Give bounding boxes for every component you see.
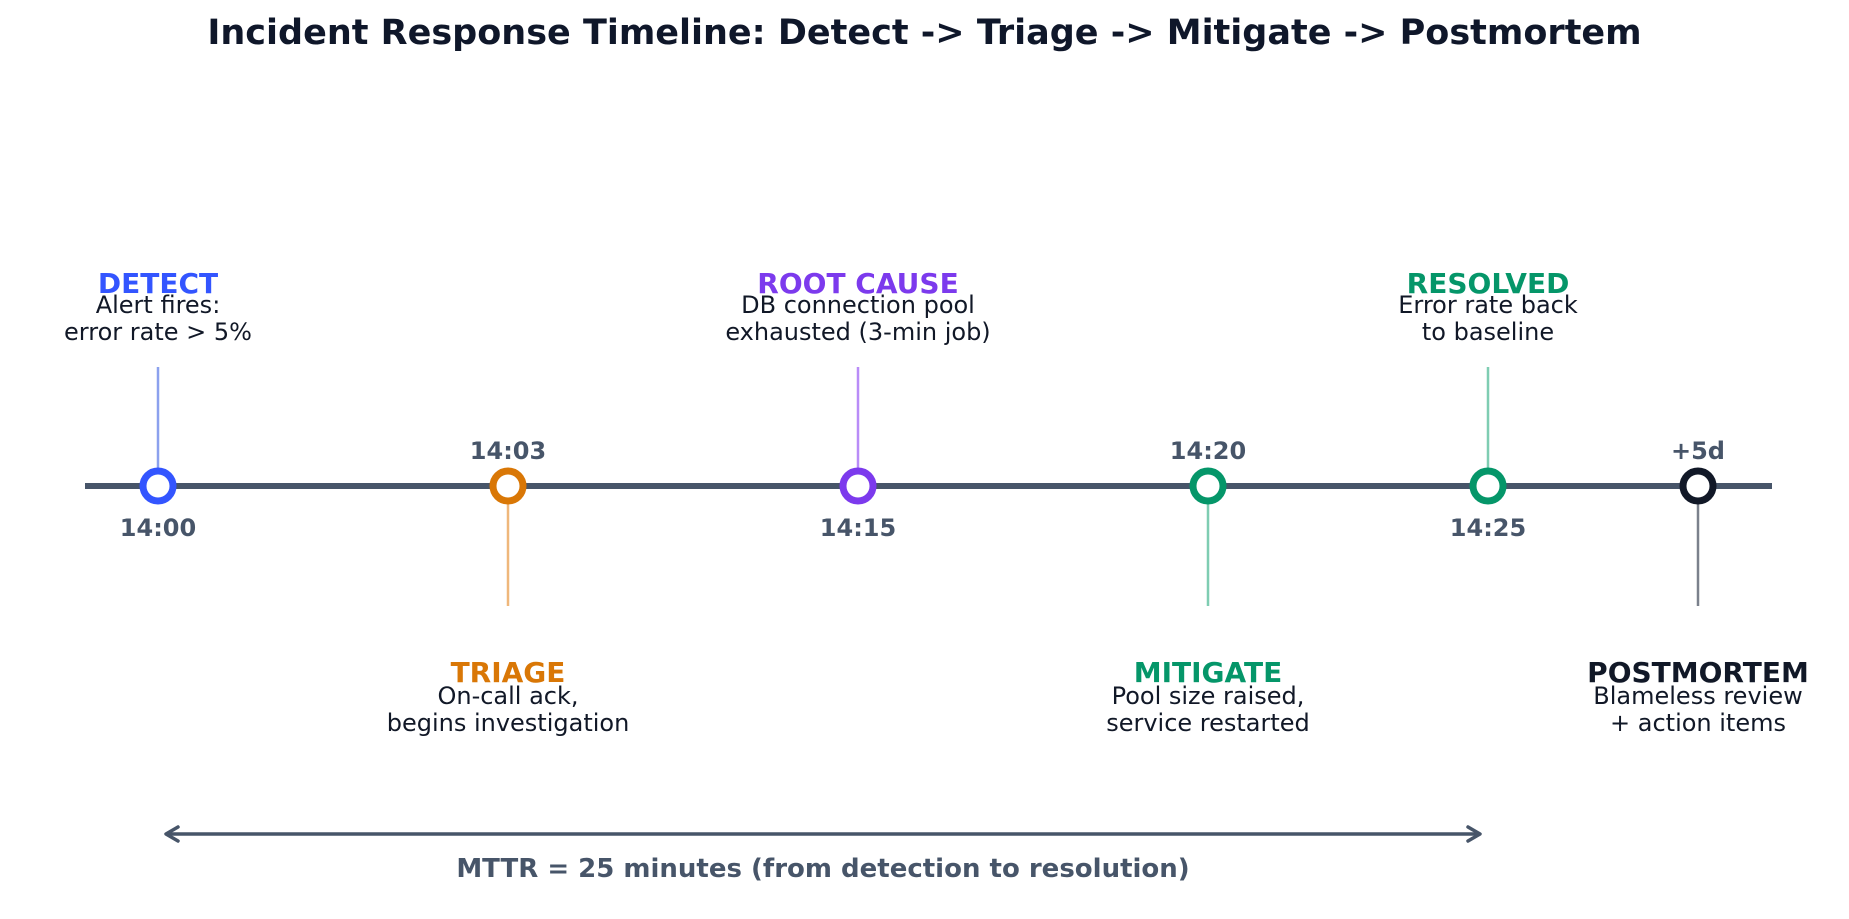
event-description: error rate > 5% <box>64 318 252 346</box>
event-marker <box>489 467 527 505</box>
event-phase-label: RESOLVED <box>1407 267 1570 300</box>
event-description: Alert fires: <box>96 291 221 319</box>
event-phase-label: ROOT CAUSE <box>757 267 958 300</box>
mttr-arrow <box>164 825 1482 843</box>
event-marker <box>839 467 877 505</box>
event-description: exhausted (3-min job) <box>725 318 990 346</box>
event-phase-label: DETECT <box>98 267 218 300</box>
event-phase-label: TRIAGE <box>451 656 566 689</box>
event-description: begins investigation <box>387 709 630 737</box>
mttr-label: MTTR = 25 minutes (from detection to res… <box>456 854 1189 884</box>
mttr-arrow-head-left <box>164 825 180 843</box>
event-time: 14:00 <box>120 514 196 542</box>
event-marker <box>1679 467 1717 505</box>
event-description: + action items <box>1610 709 1786 737</box>
event-description: DB connection pool <box>741 291 975 319</box>
event-description: Pool size raised, <box>1112 682 1305 710</box>
event-description: On-call ack, <box>437 682 578 710</box>
event-time: 14:20 <box>1170 437 1246 465</box>
event-time: 14:15 <box>820 514 896 542</box>
mttr-arrow-head-right <box>1466 825 1482 843</box>
event-phase-label: MITIGATE <box>1134 656 1283 689</box>
event-description: Error rate back <box>1398 291 1578 319</box>
diagram-title: Incident Response Timeline: Detect -> Tr… <box>207 13 1641 53</box>
event-marker <box>1469 467 1507 505</box>
event-time: 14:03 <box>470 437 546 465</box>
event-description: Blameless review <box>1593 682 1802 710</box>
event-marker <box>139 467 177 505</box>
event-time: +5d <box>1671 437 1725 465</box>
event-description: service restarted <box>1106 709 1310 737</box>
event-marker <box>1189 467 1227 505</box>
event-phase-label: POSTMORTEM <box>1587 656 1809 689</box>
event-time: 14:25 <box>1450 514 1526 542</box>
event-description: to baseline <box>1422 318 1554 346</box>
